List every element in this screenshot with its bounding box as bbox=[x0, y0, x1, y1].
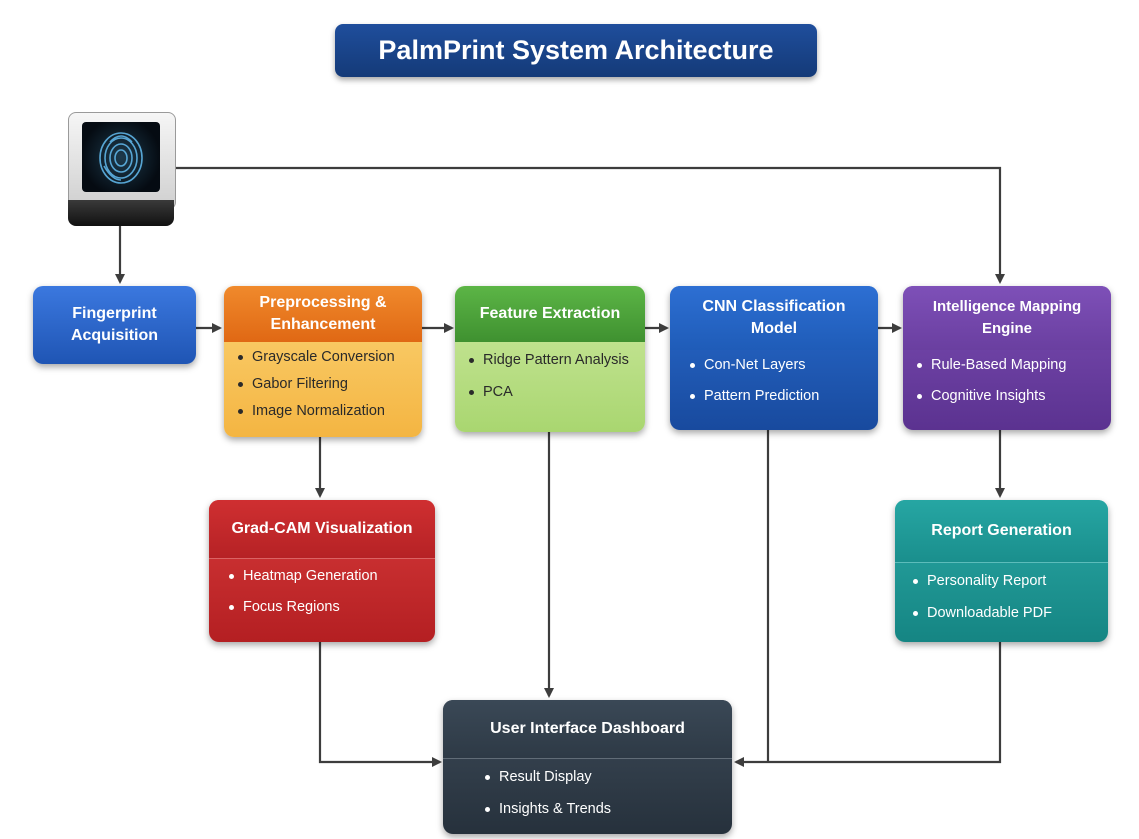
bullet-icon bbox=[229, 605, 234, 610]
node-title: Report Generation bbox=[895, 500, 1108, 563]
bullet-icon bbox=[917, 394, 922, 399]
item-label: Focus Regions bbox=[243, 599, 340, 615]
list-item: Downloadable PDF bbox=[913, 597, 1096, 629]
node-title: Feature Extraction bbox=[455, 286, 645, 342]
node-title-line2: Acquisition bbox=[70, 327, 159, 344]
node-preprocessing[interactable]: Preprocessing & Enhancement Grayscale Co… bbox=[224, 286, 422, 437]
arrow-gradcam-to-dashboard bbox=[318, 642, 442, 767]
scanner-base bbox=[68, 200, 174, 226]
item-label: Grayscale Conversion bbox=[252, 349, 395, 365]
bullet-icon bbox=[913, 578, 918, 584]
bullet-icon bbox=[690, 363, 695, 368]
list-item: Con-Net Layers bbox=[690, 350, 866, 381]
list-item: Cognitive Insights bbox=[917, 381, 1099, 412]
list-item: Pattern Prediction bbox=[690, 381, 866, 412]
node-title-line1: Fingerprint bbox=[72, 305, 157, 322]
list-item: Image Normalization bbox=[238, 398, 410, 425]
item-label: Result Display bbox=[499, 769, 592, 785]
item-label: Cognitive Insights bbox=[931, 388, 1046, 404]
item-label: Rule-Based Mapping bbox=[931, 357, 1067, 373]
item-label: Ridge Pattern Analysis bbox=[483, 352, 629, 368]
node-report-generation[interactable]: Report Generation Personality Report Dow… bbox=[895, 500, 1108, 642]
item-label: Con-Net Layers bbox=[704, 357, 806, 373]
node-title: Grad-CAM Visualization bbox=[209, 500, 435, 559]
bullet-icon bbox=[469, 389, 474, 395]
fingerprint-icon bbox=[99, 132, 143, 184]
arrow-scanner-to-intelligence bbox=[174, 166, 1005, 284]
list-item: Grayscale Conversion bbox=[238, 344, 410, 371]
list-item: Heatmap Generation bbox=[229, 561, 423, 592]
node-feature-extraction[interactable]: Feature Extraction Ridge Pattern Analysi… bbox=[455, 286, 645, 432]
diagram-title: PalmPrint System Architecture bbox=[335, 24, 817, 77]
bullet-icon bbox=[913, 610, 918, 616]
node-title: User Interface Dashboard bbox=[443, 700, 732, 759]
node-intelligence-mapping[interactable]: Intelligence Mapping Engine Rule-Based M… bbox=[903, 286, 1111, 430]
item-label: PCA bbox=[483, 384, 513, 400]
node-title-line1: Preprocessing & bbox=[259, 294, 387, 311]
bullet-icon bbox=[229, 574, 234, 579]
arrow-report-to-dashboard bbox=[734, 642, 1002, 767]
list-item: Ridge Pattern Analysis bbox=[469, 344, 633, 376]
list-item: Rule-Based Mapping bbox=[917, 350, 1099, 381]
scanner-screen bbox=[82, 122, 160, 192]
list-item: Result Display bbox=[485, 761, 720, 793]
item-label: Insights & Trends bbox=[499, 801, 612, 817]
node-title: Intelligence Mapping Engine bbox=[903, 286, 1111, 350]
item-label: Downloadable PDF bbox=[927, 605, 1052, 621]
item-label: Image Normalization bbox=[252, 403, 385, 419]
item-label: Heatmap Generation bbox=[243, 568, 378, 584]
bullet-icon bbox=[469, 357, 474, 363]
node-ui-dashboard[interactable]: User Interface Dashboard Result Display … bbox=[443, 700, 732, 834]
fingerprint-scanner-icon bbox=[68, 112, 176, 226]
item-label: Pattern Prediction bbox=[704, 388, 820, 404]
bullet-icon bbox=[690, 394, 695, 399]
list-item: Insights & Trends bbox=[485, 793, 720, 825]
bullet-icon bbox=[238, 409, 243, 414]
bullet-icon bbox=[238, 355, 243, 360]
node-cnn-classification[interactable]: CNN Classification Model Con-Net Layers … bbox=[670, 286, 878, 430]
node-gradcam-visualization[interactable]: Grad-CAM Visualization Heatmap Generatio… bbox=[209, 500, 435, 642]
node-title-line2: Enhancement bbox=[270, 316, 376, 333]
bullet-icon bbox=[238, 382, 243, 387]
list-item: Gabor Filtering bbox=[238, 371, 410, 398]
list-item: PCA bbox=[469, 376, 633, 408]
bullet-icon bbox=[917, 363, 922, 368]
bullet-icon bbox=[485, 774, 490, 780]
list-item: Personality Report bbox=[913, 565, 1096, 597]
item-label: Gabor Filtering bbox=[252, 376, 348, 392]
node-title: CNN Classification Model bbox=[670, 286, 878, 350]
bullet-icon bbox=[485, 806, 490, 812]
node-fingerprint-acquisition[interactable]: Fingerprint Acquisition bbox=[33, 286, 196, 364]
list-item: Focus Regions bbox=[229, 592, 423, 623]
item-label: Personality Report bbox=[927, 573, 1047, 589]
